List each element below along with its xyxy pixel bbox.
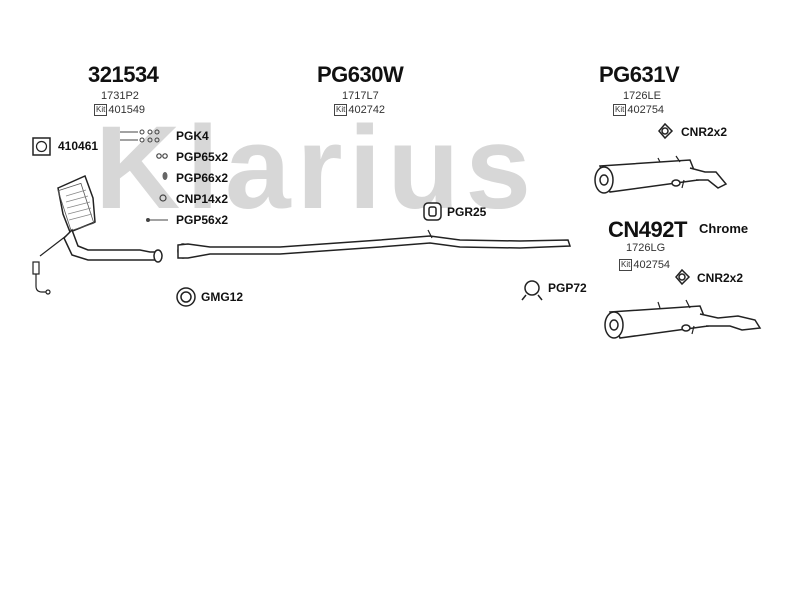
chrome-label: Chrome	[699, 221, 749, 236]
part-number-pg631v: PG631V	[599, 62, 680, 87]
label-gmg12: GMG12	[201, 290, 244, 304]
watermark: Klarius	[95, 102, 538, 234]
label-pgp72: PGP72	[548, 281, 587, 295]
kit-number: 401549	[108, 104, 146, 116]
kit-number: 402754	[627, 104, 665, 116]
pgk4-icon	[120, 129, 160, 143]
label-pgp65x2: PGP65x2	[176, 150, 229, 164]
catalytic-converter-icon	[57, 174, 163, 263]
pgr25-icon	[423, 202, 442, 221]
cnp14x2-icon	[159, 194, 167, 202]
label-cnr2x2-top: CNR2x2	[681, 125, 728, 139]
ref-1726lg: 1726LG	[626, 242, 666, 254]
pgp65x2-icon	[156, 153, 168, 159]
cnr2x2-top-icon	[658, 122, 674, 140]
rear-silencer-cn492t-icon	[604, 299, 762, 339]
ref-1726le: 1726LE	[623, 90, 661, 102]
kit-tag: Kit	[613, 104, 627, 116]
kit-number: 402742	[348, 104, 386, 116]
part-number-321534: 321534	[88, 62, 159, 87]
ref-1717l7: 1717L7	[342, 90, 379, 102]
pgp72-icon	[521, 280, 543, 301]
clamp-410461-icon	[32, 137, 51, 156]
rear-silencer-pg631v-icon	[594, 155, 728, 194]
kit-tag: Kit	[334, 104, 348, 116]
kit-tag: Kit	[94, 104, 108, 116]
label-cnp14x2: CNP14x2	[176, 192, 229, 206]
middle-pipe-icon	[177, 229, 572, 259]
label-pgr25: PGR25	[447, 205, 487, 219]
cnr2x2-bottom-icon	[675, 268, 691, 286]
ref-1731p2: 1731P2	[101, 90, 139, 102]
label-cnr2x2-bottom: CNR2x2	[697, 271, 744, 285]
kit-number: 402754	[633, 259, 671, 271]
lambda-sensor-icon	[32, 235, 67, 295]
kit-402742: Kit 402742	[334, 104, 385, 116]
label-pgp66x2: PGP66x2	[176, 171, 229, 185]
pgp66x2-icon	[162, 172, 168, 180]
part-number-cn492t: CN492T	[608, 217, 687, 242]
gmg12-icon	[176, 287, 196, 307]
label-pgp56x2: PGP56x2	[176, 213, 229, 227]
pgp56x2-icon	[146, 218, 168, 222]
kit-401549: Kit 401549	[94, 104, 145, 116]
label-410461: 410461	[58, 139, 99, 153]
kit-402754-top: Kit 402754	[613, 104, 664, 116]
kit-tag: Kit	[619, 259, 633, 271]
label-pgk4: PGK4	[176, 129, 209, 143]
part-number-pg630w: PG630W	[317, 62, 404, 87]
kit-402754-bottom: Kit 402754	[619, 259, 670, 271]
